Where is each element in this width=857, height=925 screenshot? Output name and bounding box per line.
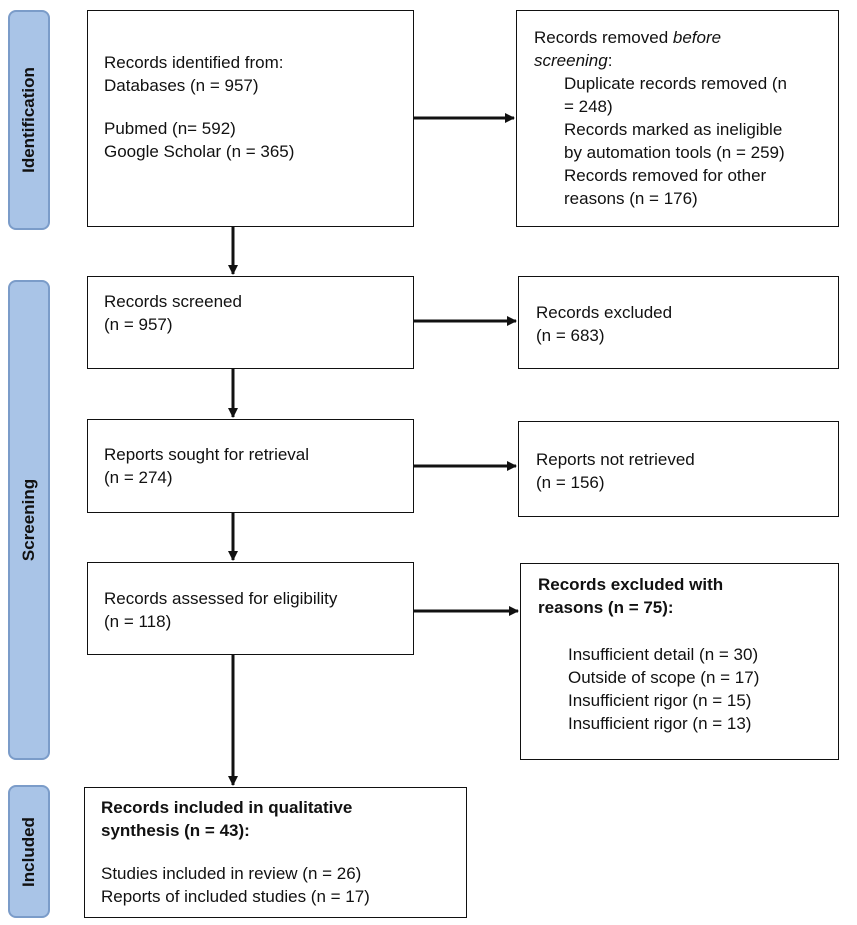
- phase-screening-label: Screening: [8, 280, 50, 760]
- excluded-reasons-title-2: reasons (n = 75):: [538, 598, 674, 617]
- removed-duplicates-2: = 248): [564, 97, 613, 116]
- records-removed-box: Records removed before screening: Duplic…: [516, 10, 839, 227]
- excluded-reason-4: Insufficient rigor (n = 13): [568, 714, 752, 733]
- records-identified-box: Records identified from: Databases (n = …: [87, 10, 414, 227]
- excluded-reason-1: Insufficient detail (n = 30): [568, 645, 759, 664]
- records-excluded-reasons-box: Records excluded with reasons (n = 75): …: [520, 563, 839, 760]
- excluded-line-1: Records excluded: [536, 303, 673, 322]
- reports-sought-box: Reports sought for retrieval (n = 274): [87, 419, 414, 513]
- removed-duplicates-1: Duplicate records removed (n: [564, 74, 787, 93]
- assessed-line-1: Records assessed for eligibility: [104, 589, 338, 608]
- removed-title-line-1: Records removed before: [534, 28, 722, 47]
- removed-other-1: Records removed for other: [564, 166, 767, 185]
- excluded-reasons-title-1: Records excluded with: [538, 575, 724, 594]
- removed-ineligible-2: by automation tools (n = 259): [564, 143, 785, 162]
- sought-line-2: (n = 274): [104, 468, 173, 487]
- screened-line-1: Records screened: [104, 292, 242, 311]
- identified-line-3: Pubmed (n= 592): [104, 119, 236, 138]
- excluded-reason-2: Outside of scope (n = 17): [568, 668, 760, 687]
- records-screened-box: Records screened (n = 957): [87, 276, 414, 369]
- removed-ineligible-1: Records marked as ineligible: [564, 120, 783, 139]
- records-excluded-box: Records excluded (n = 683): [518, 276, 839, 369]
- identified-line-2: Databases (n = 957): [104, 76, 259, 95]
- phase-identification-label: Identification: [8, 10, 50, 230]
- included-title-1: Records included in qualitative: [101, 798, 353, 817]
- included-line-1: Studies included in review (n = 26): [101, 864, 362, 883]
- included-line-2: Reports of included studies (n = 17): [101, 887, 370, 906]
- sought-line-1: Reports sought for retrieval: [104, 445, 310, 464]
- identified-line-4: Google Scholar (n = 365): [104, 142, 295, 161]
- excluded-reason-3: Insufficient rigor (n = 15): [568, 691, 752, 710]
- included-title-2: synthesis (n = 43):: [101, 821, 250, 840]
- removed-other-2: reasons (n = 176): [564, 189, 698, 208]
- removed-title-line-2: screening:: [534, 51, 613, 70]
- records-included-box: Records included in qualitative synthesi…: [84, 787, 467, 918]
- not-retrieved-line-2: (n = 156): [536, 473, 605, 492]
- excluded-line-2: (n = 683): [536, 326, 605, 345]
- assessed-line-2: (n = 118): [104, 612, 172, 631]
- identified-line-1: Records identified from:: [104, 53, 284, 72]
- not-retrieved-line-1: Reports not retrieved: [536, 450, 695, 469]
- screened-line-2: (n = 957): [104, 315, 173, 334]
- phase-included-label: Included: [8, 785, 50, 918]
- reports-not-retrieved-box: Reports not retrieved (n = 156): [518, 421, 839, 517]
- records-assessed-box: Records assessed for eligibility (n = 11…: [87, 562, 414, 655]
